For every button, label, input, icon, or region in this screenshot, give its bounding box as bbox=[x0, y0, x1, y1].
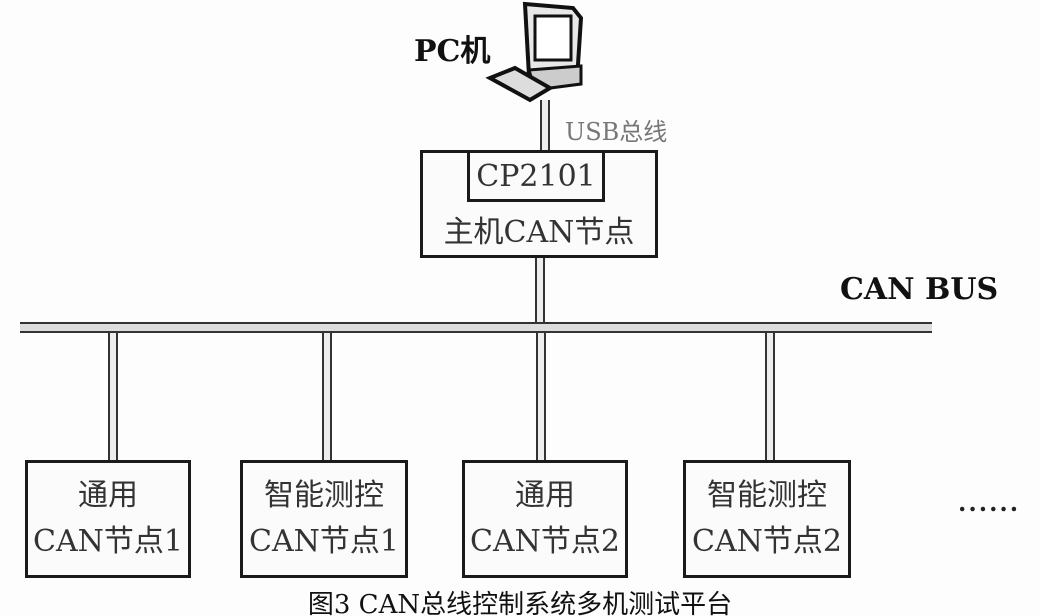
can-node-general-2: 通用 CAN节点2 bbox=[462, 460, 628, 578]
usb-connection bbox=[540, 100, 550, 152]
caption: 图3 CAN总线控制系统多机测试平台 bbox=[307, 590, 733, 616]
can-node-smart-1: 智能测控 CAN节点1 bbox=[240, 460, 408, 578]
node-label: CAN节点1 bbox=[249, 524, 399, 559]
ellipsis: ...... bbox=[958, 488, 1021, 517]
cp2101-chip: CP2101 bbox=[467, 150, 605, 202]
node-label: CAN节点2 bbox=[470, 524, 620, 559]
node-label: 通用 bbox=[78, 478, 138, 513]
node-connection bbox=[322, 333, 332, 461]
host-bus-connection bbox=[535, 258, 545, 324]
node-label: 智能测控 bbox=[264, 478, 384, 513]
node-label: 通用 bbox=[515, 478, 575, 513]
node-connection bbox=[765, 333, 775, 461]
can-node-smart-2: 智能测控 CAN节点2 bbox=[683, 460, 851, 578]
can-node-general-1: 通用 CAN节点1 bbox=[25, 460, 191, 578]
usb-label: USB总线 bbox=[565, 118, 668, 146]
can-bus-line bbox=[20, 322, 932, 333]
node-label: CAN节点1 bbox=[33, 524, 183, 559]
pc-label: PC机 bbox=[414, 34, 491, 69]
node-connection bbox=[536, 333, 546, 461]
cp2101-label: CP2101 bbox=[476, 158, 596, 194]
pc-icon bbox=[485, 1, 584, 103]
node-label: 智能测控 bbox=[707, 478, 827, 513]
can-bus-label: CAN BUS bbox=[840, 272, 999, 307]
node-connection bbox=[108, 333, 118, 461]
host-label: 主机CAN节点 bbox=[443, 215, 635, 250]
node-label: CAN节点2 bbox=[692, 524, 842, 559]
host-can-node: CP2101 主机CAN节点 bbox=[420, 150, 658, 258]
